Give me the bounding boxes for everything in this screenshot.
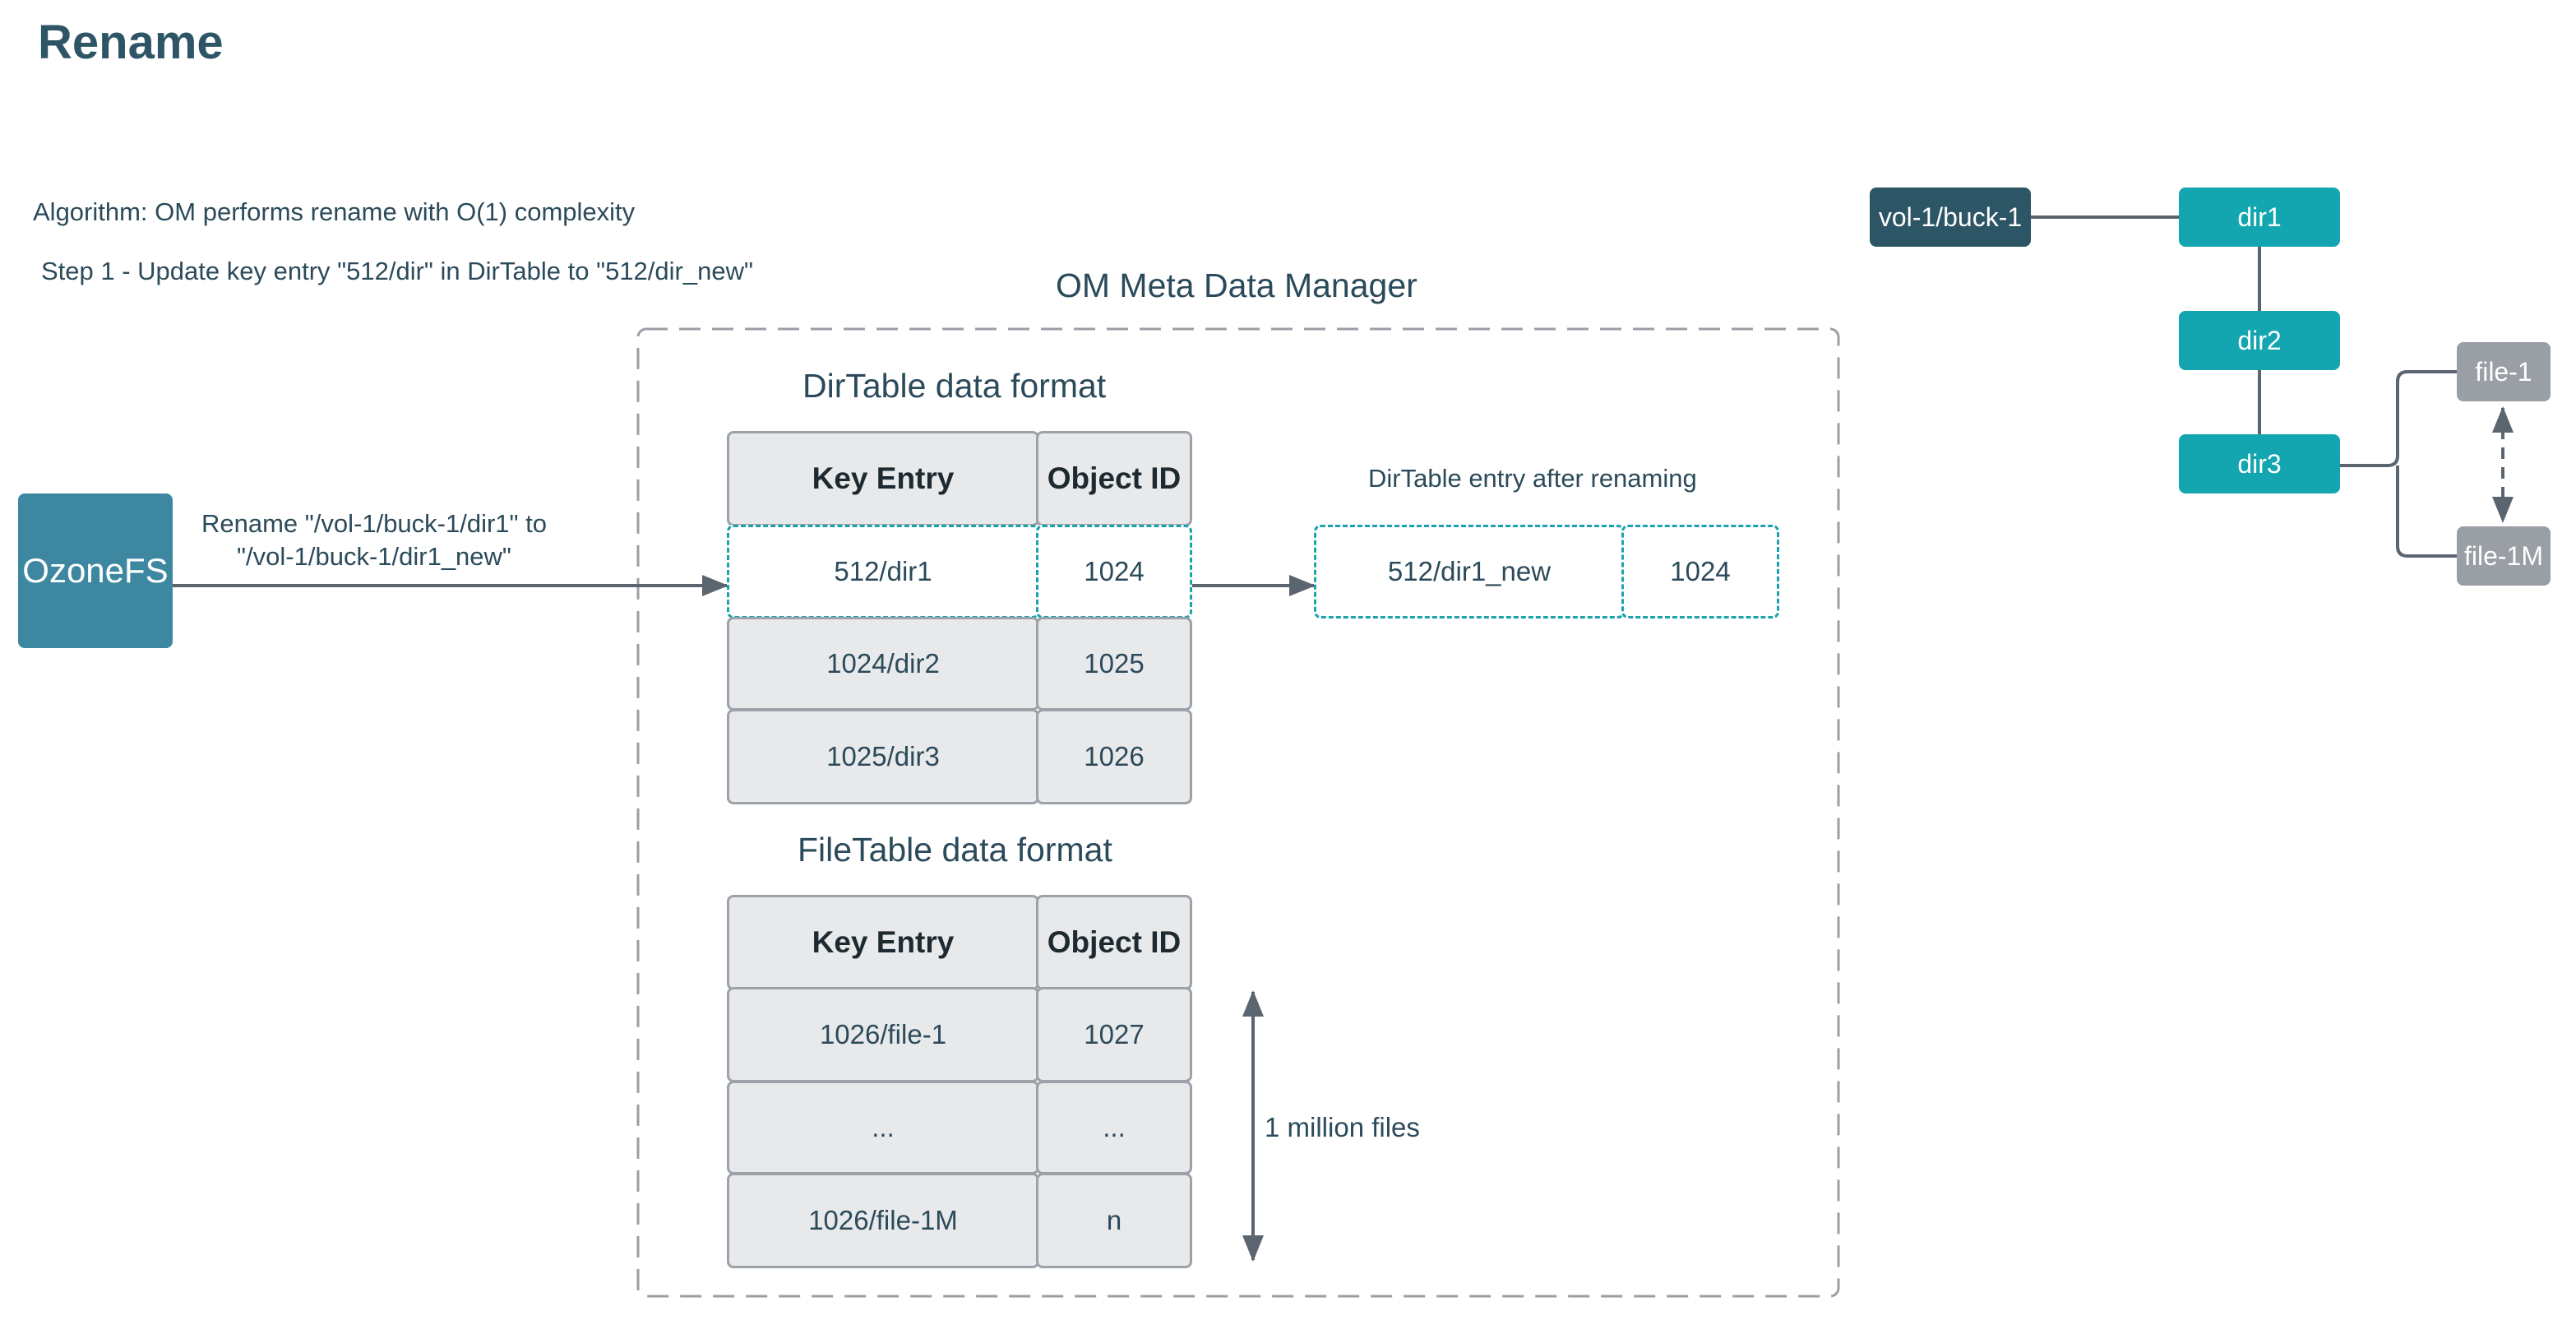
tree-node-root: vol-1/buck-1 [1870,188,2031,247]
after-rename-key: 512/dir1_new [1314,525,1625,618]
after-rename-title: DirTable entry after renaming [1368,464,1697,493]
tree-link-dir3-files [2338,370,2458,558]
tree-node-dir3: dir3 [2179,434,2340,493]
dirtable-header-id: Object ID [1036,431,1192,526]
rename-label-line-2: "/vol-1/buck-1/dir1_new" [237,542,511,571]
tree-node-dir2: dir2 [2179,311,2340,370]
filetable-row-key: 1026/file-1M [727,1173,1039,1268]
filetable-row-id: ... [1036,1081,1192,1174]
om-container [636,327,1840,1298]
filetable-row-key: 1026/file-1 [727,987,1039,1082]
filetable-title: FileTable data format [798,831,1112,869]
million-files-label: 1 million files [1265,1112,1420,1142]
rename-label-line-1: Rename "/vol-1/buck-1/dir1" to [201,509,548,538]
filetable-header-key: Key Entry [727,895,1039,990]
filetable-row-id: n [1036,1173,1192,1268]
rename-label: Rename "/vol-1/buck-1/dir1" to "/vol-1/b… [181,507,567,573]
dirtable-header-key: Key Entry [727,431,1039,526]
dirtable-title: DirTable data format [802,367,1107,405]
om-title: OM Meta Data Manager [1056,266,1417,304]
ozonefs-client: OzoneFS [18,493,173,648]
after-rename-id: 1024 [1621,525,1779,618]
dirtable-row-id: 1024 [1036,525,1192,618]
algorithm-note: Algorithm: OM performs rename with O(1) … [33,197,636,226]
dirtable-row-key: 1024/dir2 [727,617,1039,711]
filetable-header-id: Object ID [1036,895,1192,990]
filetable-row-id: 1027 [1036,987,1192,1082]
dirtable-row-id: 1026 [1036,709,1192,804]
dirtable-row-id: 1025 [1036,617,1192,711]
tree-node-dir1: dir1 [2179,188,2340,247]
dirtable-row-key: 512/dir1 [727,525,1039,618]
page-title: Rename [38,16,224,69]
tree-node-file-1m: file-1M [2457,526,2551,586]
dirtable-row-key: 1025/dir3 [727,709,1039,804]
step-1-note: Step 1 - Update key entry "512/dir" in D… [41,257,753,285]
tree-node-file-1: file-1 [2457,342,2551,401]
filetable-row-key: ... [727,1081,1039,1174]
